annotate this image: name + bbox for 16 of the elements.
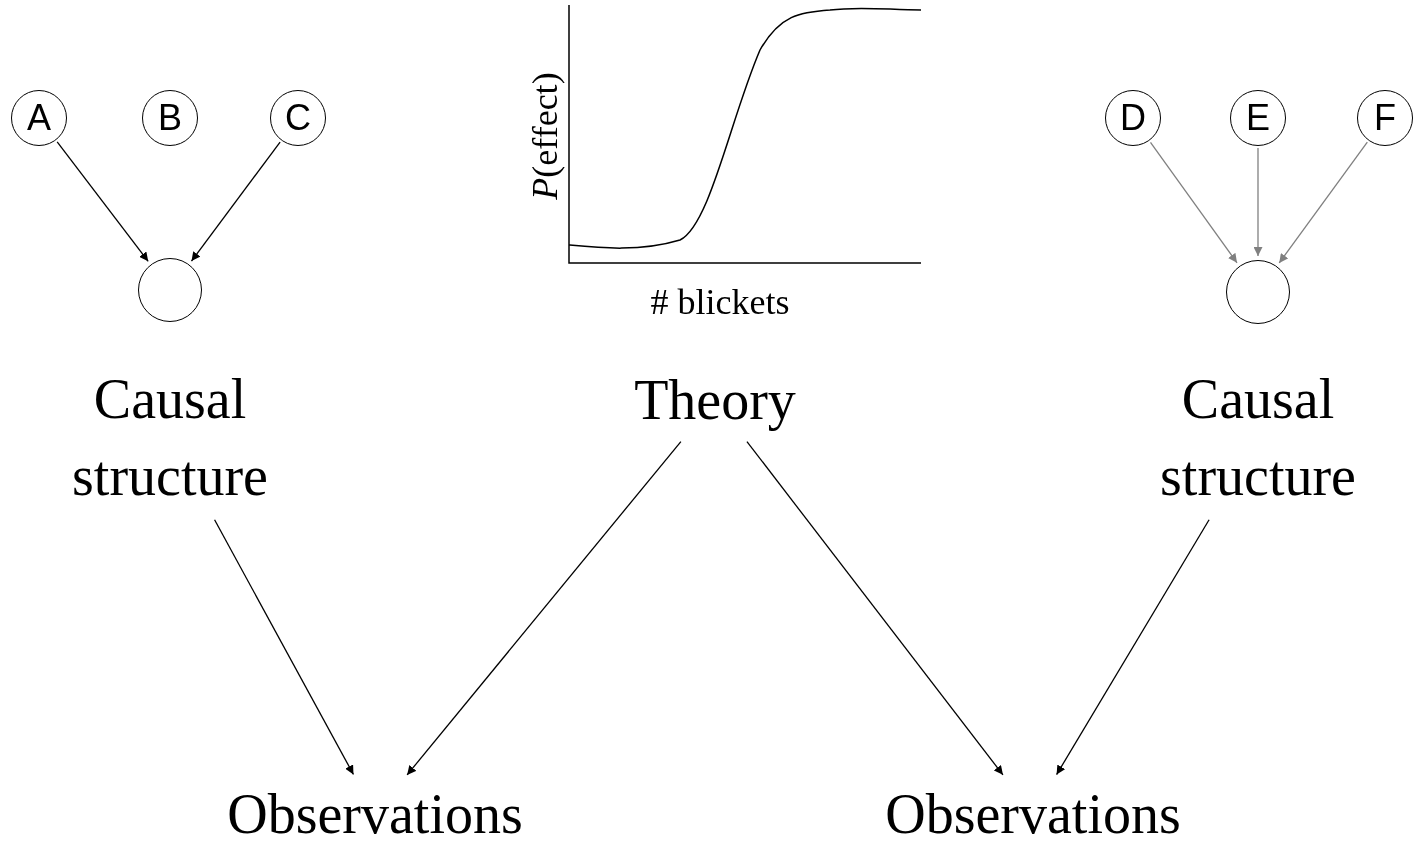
arrow [1055,519,1210,776]
node-label: Causal structure [45,358,295,518]
axis-label: # blickets [650,281,790,324]
arrow [1253,147,1263,257]
axis-label: P(effect) [525,72,565,200]
arrow [1278,141,1368,264]
arrow [1149,141,1238,264]
node-label: Theory [600,360,830,440]
arrow [56,141,149,262]
node-label: Observations [848,778,1218,850]
arrow [746,440,1004,776]
arrow [406,440,682,776]
arrow [213,519,355,776]
node-label: Causal structure [1133,358,1383,518]
node-label: Observations [190,778,560,850]
arrow [190,141,281,262]
